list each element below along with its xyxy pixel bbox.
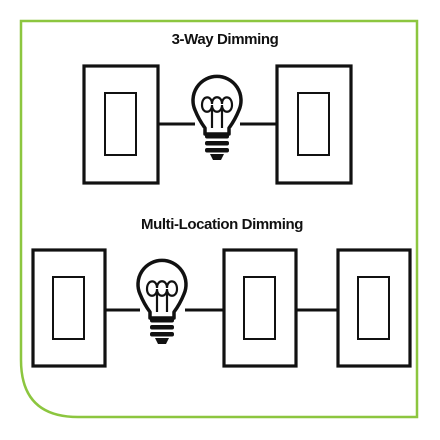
light-bulb-icon (191, 74, 243, 162)
wall-switch-icon (82, 64, 160, 185)
multi-location-diagram (31, 248, 412, 368)
light-bulb-icon (136, 258, 188, 346)
three-way-dimming-title: 3-Way Dimming (171, 31, 279, 48)
wall-switch-icon (31, 248, 107, 368)
three-way-diagram (82, 64, 353, 185)
wall-switch-icon (336, 248, 412, 368)
frame-border (19, 19, 419, 419)
wall-switch-icon (275, 64, 353, 185)
multi-location-dimming-title: Multi-Location Dimming (140, 216, 303, 233)
wall-switch-icon (222, 248, 298, 368)
